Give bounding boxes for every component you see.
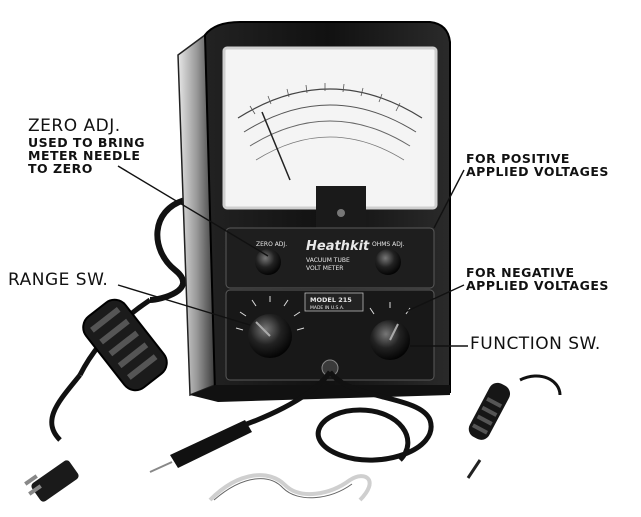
zero-adj-callout-title: ZERO ADJ. [28,116,121,136]
negative-voltage-callout: FOR NEGATIVE APPLIED VOLTAGES [466,266,609,292]
test-probes [149,370,562,502]
positive-voltage-callout: FOR POSITIVE APPLIED VOLTAGES [466,152,609,178]
function-switch-callout-label: FUNCTION SW. [470,334,601,354]
negative-leader [404,284,465,313]
range-switch-callout: RANGE SW. [8,270,109,290]
upper-panel: ZERO ADJ. OHMS ADJ. Heathkit VACUUM TUBE… [225,227,435,289]
brand-logo: Heathkit [306,239,370,254]
meter-needle [261,111,291,181]
positive-callout-line2: APPLIED VOLTAGES [466,164,609,180]
positive-callout-line1: FOR POSITIVE [466,151,570,166]
zero-adj-callout-line2: METER NEEDLE [28,147,141,163]
zero-adj-callout: ZERO ADJ. USED TO BRING METER NEEDLE TO … [28,116,145,177]
zero-adj-leader [117,165,269,257]
zero-adj-callout-line1: USED TO BRING [28,134,145,150]
model-plate-line2: MADE IN U.S.A. [310,305,344,311]
panel-subtitle-line1: VACUUM TUBE [306,257,350,264]
panel-ohms-adj-label: OHMS ADJ. [372,241,405,248]
ohms-adj-knob[interactable] [375,249,401,275]
zero-adj-callout-line3: TO ZERO [28,161,93,177]
ac-probe [468,382,511,440]
callout-leaders [117,165,468,347]
negative-callout-line1: FOR NEGATIVE [466,265,575,280]
panel-subtitle-line2: VOLT METER [306,265,343,272]
dc-probe [170,420,252,468]
function-switch-callout: FUNCTION SW. [470,334,601,354]
lower-panel: MODEL 215 MADE IN U.S.A. [225,289,435,381]
positive-leader [433,169,465,229]
power-cord-plug [24,197,187,502]
model-plate-line1: MODEL 215 [310,296,352,304]
range-leader [117,284,251,326]
range-switch-callout-label: RANGE SW. [8,270,109,290]
panel-zero-adj-label: ZERO ADJ. [256,241,287,248]
zero-adj-knob[interactable] [255,249,281,275]
meter-face [222,46,438,234]
negative-callout-line2: APPLIED VOLTAGES [466,278,609,294]
